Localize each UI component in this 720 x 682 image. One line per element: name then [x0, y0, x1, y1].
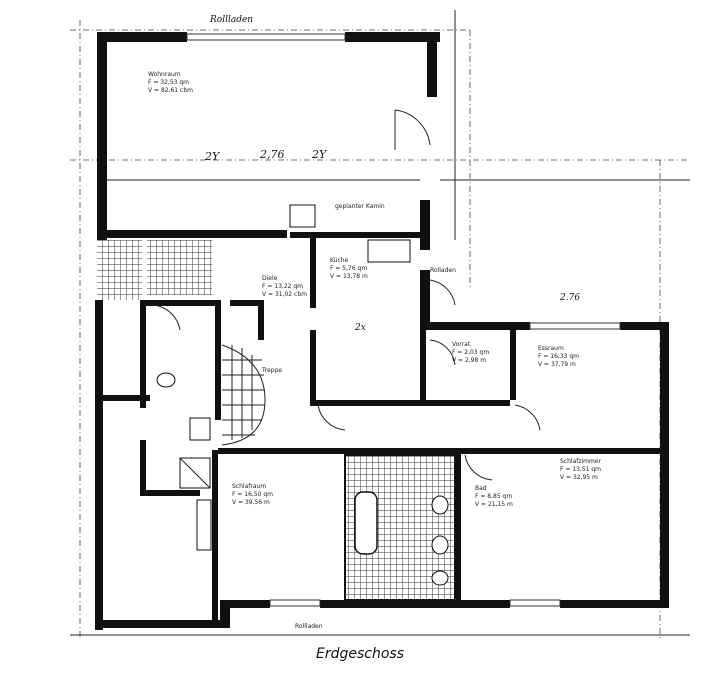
hand-dim-5: 2.76 — [559, 293, 580, 303]
fireplace-label: geplanter Kamin — [335, 203, 385, 210]
room-area-essraum: F = 16,33 qm — [538, 353, 579, 360]
room-name-wohnraum: Wohnraum — [148, 71, 181, 78]
room-volume-essraum: V = 37,79 m — [538, 361, 576, 368]
tiled-areas — [97, 240, 456, 601]
toilet-icon — [156, 372, 176, 388]
top-dimension-label: Rollladen — [209, 15, 253, 25]
room-name-diele: Diele — [262, 275, 278, 282]
basin-icon — [431, 495, 449, 515]
bathtub-icon — [354, 491, 378, 555]
staircase — [221, 344, 266, 446]
room-name-schlafraum: Schlafraum — [232, 483, 266, 490]
hand-dim-2: 2,76 — [259, 148, 285, 161]
fireplace-icon — [289, 204, 316, 228]
door-swings — [149, 109, 541, 481]
room-area-schlafraum: F = 16,50 qm — [232, 491, 273, 498]
room-area-bad: F = 8,85 qm — [475, 493, 512, 500]
room-area-wohnraum: F = 32,53 qm — [148, 79, 189, 86]
room-name-bad: Bad — [475, 485, 487, 492]
rollladen-label-right: Rolladen — [430, 267, 456, 274]
toilet-icon — [431, 570, 449, 586]
room-area-vorrat: F = 2,03 qm — [452, 349, 489, 356]
room-volume-schlafzimmer: V = 32,95 m — [560, 474, 598, 481]
room-volume-wohnraum: V = 82,61 cbm — [148, 87, 193, 94]
room-volume-diele: V = 31,02 cbm — [262, 291, 307, 298]
fixtures — [156, 204, 449, 586]
room-volume-bad: V = 21,15 m — [475, 501, 513, 508]
floor-caption: Erdgeschoss — [315, 646, 404, 662]
hand-dim-3: 2Y — [311, 148, 328, 161]
hand-dim-1: 2Y — [204, 150, 221, 163]
room-name-vorrat: Vorrat — [452, 341, 471, 348]
stove-icon — [367, 239, 411, 263]
room-volume-kueche: V = 13,78 m — [330, 273, 368, 280]
stair-label: Treppe — [261, 367, 282, 374]
room-labels: Wohnraum F = 32,53 qm V = 82,61 cbm Küch… — [148, 71, 602, 630]
room-volume-vorrat: V = 2,98 m — [452, 357, 486, 364]
room-name-essraum: Essraum — [538, 345, 564, 352]
hand-dim-4: 2x — [354, 323, 366, 333]
interior-walls — [100, 238, 668, 625]
room-area-kueche: F = 5,76 qm — [330, 265, 367, 272]
sink-icon — [189, 417, 211, 441]
washer-icon — [196, 499, 212, 551]
room-area-diele: F = 13,22 qm — [262, 283, 303, 290]
rollladen-label-left: Rollladen — [295, 623, 323, 630]
basin-icon — [431, 535, 449, 555]
handwritten-notes: 2Y 2,76 2Y 2x 2.76 — [204, 148, 580, 333]
room-name-kueche: Küche — [330, 257, 349, 264]
room-area-schlafzimmer: F = 13,51 qm — [560, 466, 601, 473]
outer-walls — [95, 32, 669, 630]
room-volume-schlafraum: V = 39,56 m — [232, 499, 270, 506]
room-name-schlafzimmer: Schlafzimmer — [560, 458, 602, 465]
